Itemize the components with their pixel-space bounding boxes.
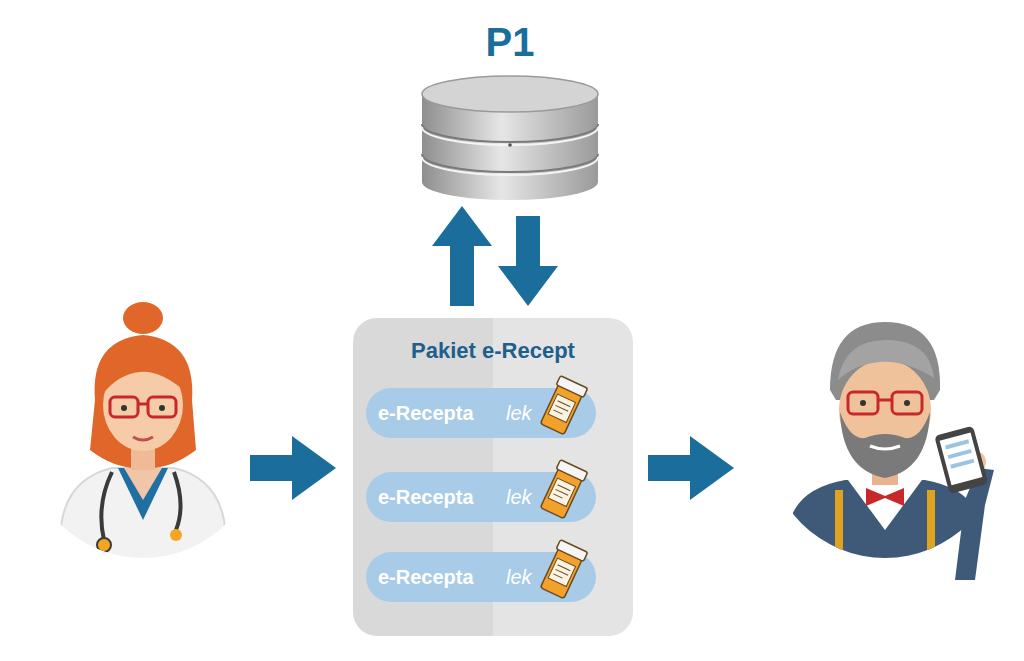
prescription-pill: e-Recepta lek	[366, 388, 596, 438]
prescription-label: e-Recepta	[378, 401, 474, 425]
prescription-label: e-Recepta	[378, 565, 474, 589]
flow-arrow	[498, 216, 558, 306]
pill-bottle-icon	[536, 374, 592, 438]
prescription-label: e-Recepta	[378, 485, 474, 509]
pill-bottle-icon	[536, 538, 592, 602]
flow-arrow	[250, 436, 336, 500]
flow-arrow	[432, 206, 492, 306]
doctor-figure	[20, 302, 270, 580]
drug-label: lek	[506, 485, 532, 509]
pill-bottle-icon	[536, 458, 592, 522]
drug-label: lek	[506, 565, 532, 589]
prescription-pill: e-Recepta lek	[366, 552, 596, 602]
package-box: Pakiet e-Recepte-Receptaleke-Receptaleke…	[353, 318, 633, 636]
package-title: Pakiet e-Recept	[353, 318, 633, 364]
prescription-pill: e-Recepta lek	[366, 472, 596, 522]
patient-figure	[767, 322, 1003, 580]
database-label: P1	[412, 18, 608, 66]
flow-arrow	[648, 436, 734, 500]
drug-label: lek	[506, 401, 532, 425]
database-node: P1	[412, 6, 608, 202]
